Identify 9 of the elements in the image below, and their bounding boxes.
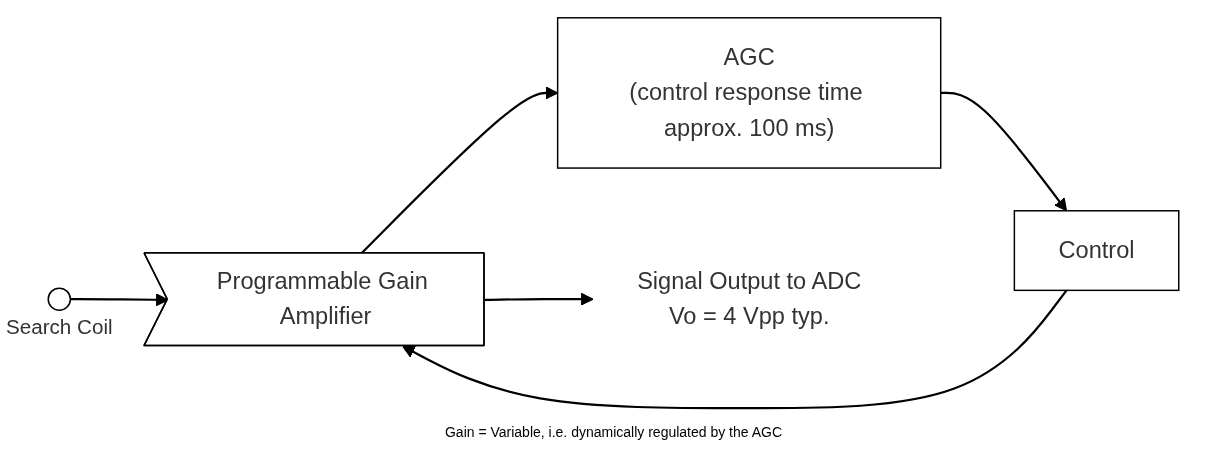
arrow [940, 91, 1068, 212]
node-caption: Search Coil [6, 314, 113, 338]
arrow [484, 292, 594, 306]
node-box: AGC (control response time approx. 100 ms) [556, 17, 942, 169]
node-box: Control [1013, 210, 1180, 292]
arrow [402, 289, 1068, 410]
node-text: Signal Output to ADC Vo = 4 Vpp typ. [637, 268, 862, 329]
node-circle [47, 287, 72, 311]
note-text: Gain = Variable, i.e. dynamically regulated by the AGC [444, 424, 783, 440]
